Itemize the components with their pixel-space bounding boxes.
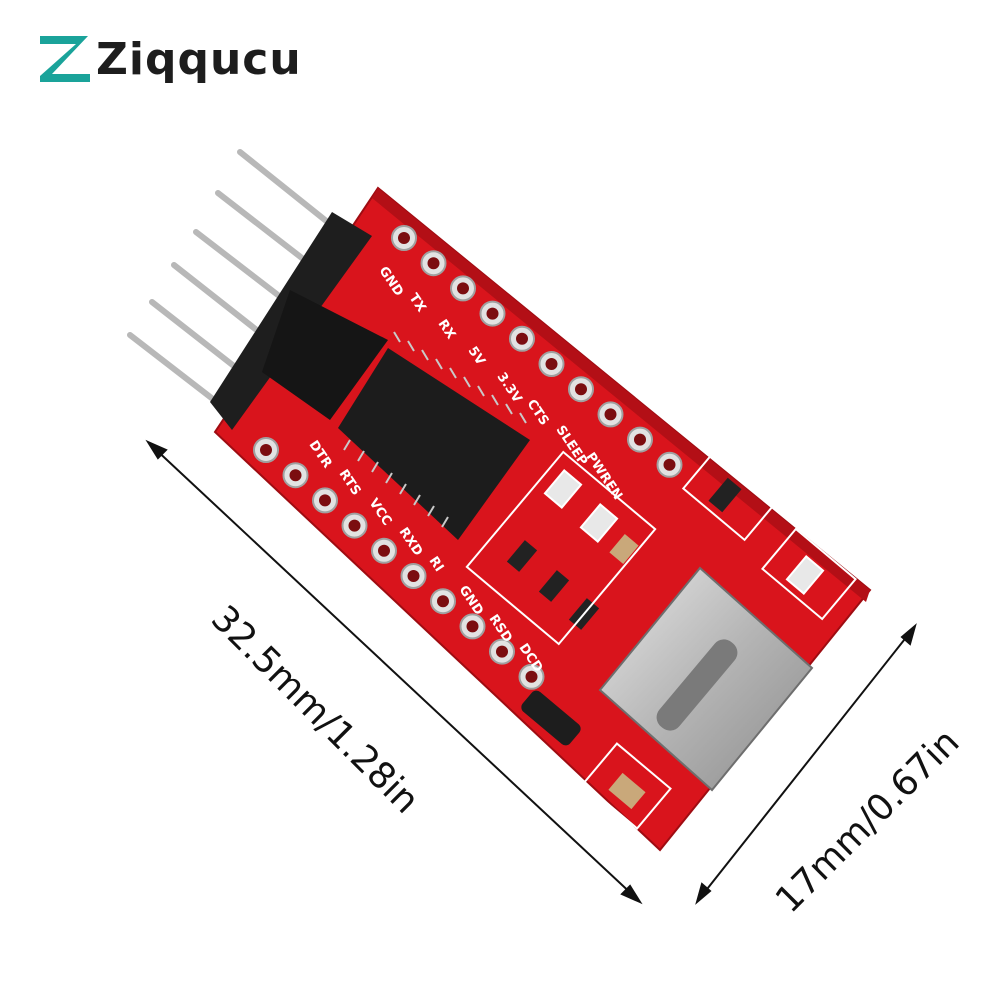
solder-pad-hole (398, 232, 410, 244)
width-arrow-head-start (900, 623, 917, 646)
brand-z-mark-icon (40, 36, 90, 82)
solder-pad-hole (466, 620, 479, 633)
length-arrow-head-start (145, 439, 168, 460)
capacitor-component (609, 534, 639, 564)
ftdi-chip (338, 331, 530, 540)
solder-pad-hole (378, 544, 390, 557)
solder-pad-hole (289, 469, 302, 482)
width-arrow-head-end (695, 882, 712, 905)
solder-pad-hole (457, 282, 469, 295)
length-arrow (151, 445, 637, 899)
solder-pad-hole (663, 458, 676, 471)
solder-pad-hole (525, 670, 538, 683)
capacitor-component (608, 772, 646, 810)
solder-pad-hole (545, 358, 558, 370)
led-component (543, 469, 583, 509)
solder-pad-hole (437, 595, 449, 608)
dimension-arrows (145, 439, 917, 905)
solder-pad-hole (319, 494, 331, 507)
brand-name: Ziqqucu (96, 34, 302, 85)
length-arrow-head-end (620, 884, 643, 905)
solder-pad-hole (516, 332, 528, 345)
top-pin-pads (391, 225, 683, 478)
solder-pad-hole (427, 257, 440, 270)
resistor-component (708, 477, 742, 513)
resistor-component (506, 540, 538, 572)
smd-components (465, 448, 857, 830)
solder-pad-hole (634, 433, 646, 446)
resistor-component (538, 570, 570, 602)
led-component (785, 555, 825, 595)
solder-pad-hole (348, 519, 361, 532)
diode-component (521, 690, 581, 746)
usb-type-c-connector (598, 566, 814, 792)
header-pin (237, 149, 343, 235)
led-component (579, 503, 619, 543)
solder-pad-hole (407, 570, 420, 582)
solder-pad-hole (486, 307, 499, 320)
pin-header-block (210, 212, 388, 430)
solder-pad-hole (604, 408, 617, 421)
width-arrow (699, 629, 913, 899)
solder-pad-hole (496, 645, 508, 658)
solder-pad-hole (575, 383, 587, 396)
brand-logo: Ziqqucu (38, 28, 301, 98)
solder-pad-hole (260, 444, 272, 456)
bottom-pin-pads (253, 437, 545, 690)
